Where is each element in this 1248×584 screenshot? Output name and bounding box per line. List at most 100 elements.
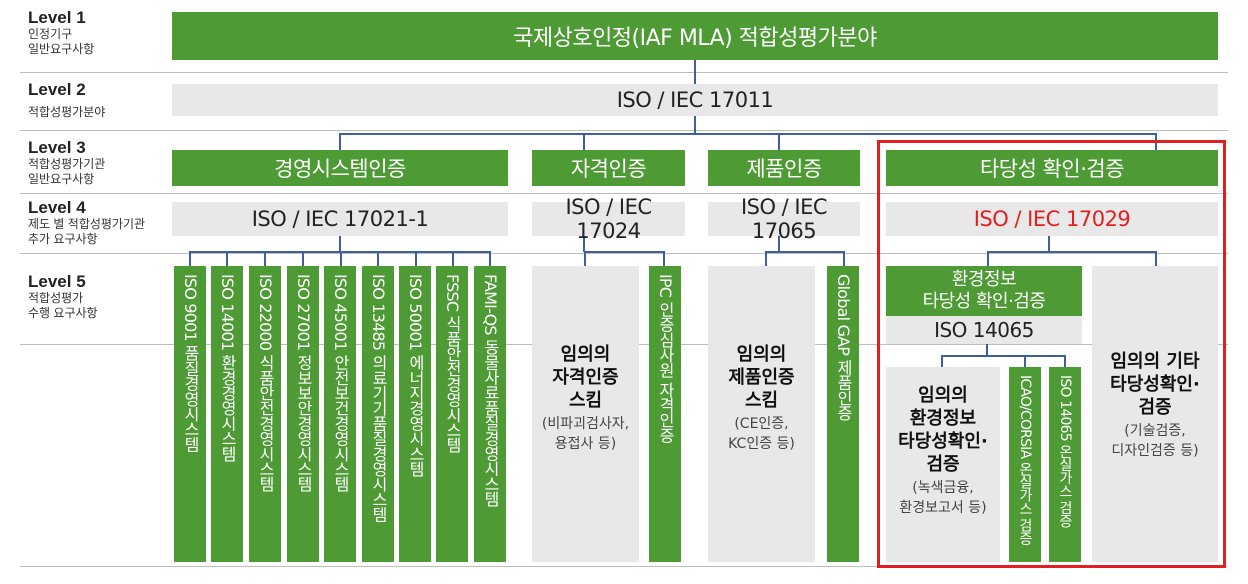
connector-line: [584, 251, 665, 253]
iso-17021-label: ISO / IEC 17021-1: [251, 207, 429, 231]
level-subtitle: 제도 별 적합성평가기관: [28, 217, 146, 231]
caption-title: 임의의: [736, 344, 787, 365]
connector-line: [583, 133, 585, 150]
connector-line: [941, 355, 1066, 357]
scheme-label: IPC 인증심사원 자격인증: [656, 274, 675, 443]
iso-17024-label: ISO / IEC 17024: [565, 195, 652, 243]
level-subtitle: 추가 요구사항: [28, 232, 98, 246]
caption-title: 임의의: [918, 385, 968, 406]
scheme-label: ISO 45001 안전보건경영시스템: [331, 274, 350, 492]
scheme-iso-14001: ISO 14001 환경경영시스템: [211, 266, 243, 562]
iso-17029-box: ISO / IEC 17029: [886, 202, 1218, 236]
caption-note: 환경보고서 등): [899, 500, 987, 516]
highlight-frame: [877, 140, 1226, 568]
level-1-label: Level 1 인정기구 일반요구사항: [28, 8, 94, 57]
scheme-label: ISO 22000 식품안전경영시스템: [256, 274, 275, 492]
vv-label: 타당성 확인·검증: [979, 157, 1125, 181]
caption-note: (CE인증,: [734, 416, 789, 432]
scheme-label: ISO 14001 환경경영시스템: [218, 274, 237, 461]
level-subtitle: 적합성평가기관: [28, 157, 106, 171]
caption-title: 환경정보: [909, 408, 977, 429]
level-subtitle: 일반요구사항: [28, 172, 95, 186]
any-product-scheme-caption: 임의의 제품인증 스킴 (CE인증, KC인증 등): [708, 343, 815, 454]
scheme-label: Global GAP 제품인증: [834, 274, 853, 421]
iso-17065-label: ISO / IEC 17065: [740, 195, 828, 243]
caption-title: 스킴: [744, 390, 779, 411]
caption-note: 용접사 등): [554, 436, 617, 452]
connector-line: [583, 236, 585, 252]
scheme-ipc: IPC 인증심사원 자격인증: [649, 266, 681, 562]
ms-cert-box: 경영시스템인증: [172, 150, 508, 186]
ms-cert-label: 경영시스템인증: [274, 157, 406, 181]
connector-line: [987, 251, 989, 266]
connector-line: [778, 133, 780, 150]
connector-line: [765, 251, 767, 266]
iso-14065-label: ISO 14065: [934, 318, 1034, 342]
scheme-label: ISO 14065 온실가스 검증: [1057, 375, 1073, 528]
connector-line: [264, 251, 266, 266]
connector-line: [1048, 236, 1050, 252]
scheme-iso-14065-ghg: ISO 14065 온실가스 검증: [1049, 367, 1081, 562]
env-info-title: 타당성 확인·검증: [922, 291, 1046, 312]
scheme-label: ISO 13485 의료기기품질경영시스템: [369, 274, 388, 522]
caption-title: 임의의 기타: [1110, 351, 1200, 372]
connector-line: [189, 251, 191, 266]
caption-note: (비파괴검사자,: [541, 416, 630, 432]
connector-line: [339, 133, 341, 150]
connector-line: [1024, 355, 1026, 367]
caption-title: 타당성확인·: [898, 431, 988, 452]
row-separator: [20, 566, 1228, 567]
scheme-label: ICAO/CORSIA 온실가스 검증: [1017, 375, 1033, 545]
level-3-label: Level 3 적합성평가기관 일반요구사항: [28, 138, 105, 187]
connector-line: [1155, 251, 1157, 266]
connector-line: [987, 251, 1157, 253]
level-2-label: Level 2 적합성평가분야: [28, 80, 105, 120]
iso-17011-box: ISO / IEC 17011: [172, 84, 1218, 116]
connector-line: [663, 251, 665, 266]
caption-title: 타당성확인·: [1110, 374, 1200, 395]
row-separator: [20, 253, 1228, 254]
connector-line: [694, 116, 696, 134]
any-personnel-scheme-caption: 임의의 자격인증 스킴 (비파괴검사자, 용접사 등): [532, 343, 639, 454]
caption-title: 검증: [1138, 397, 1172, 418]
caption-title: 검증: [926, 454, 960, 475]
any-env-vv-box: [886, 367, 1000, 562]
other-vv-caption: 임의의 기타 타당성확인· 검증 (기술검증, 디자인검증 등): [1092, 350, 1218, 461]
iaf-mla-label: 국제상호인정(IAF MLA) 적합성평가분야: [513, 26, 877, 51]
level-subtitle: 적합성평가분야: [28, 105, 106, 119]
connector-line: [941, 355, 943, 367]
iso-17021-box: ISO / IEC 17021-1: [172, 202, 508, 236]
personnel-cert-box: 자격인증: [532, 150, 685, 186]
scheme-label: ISO 27001 정보보안경영시스템: [294, 274, 313, 492]
env-info-title: 환경정보: [951, 269, 1017, 290]
connector-line: [377, 251, 379, 266]
level-title: Level 4: [28, 198, 86, 217]
personnel-cert-label: 자격인증: [570, 157, 647, 181]
scheme-corsia: ICAO/CORSIA 온실가스 검증: [1009, 367, 1041, 562]
iso-17024-box: ISO / IEC 17024: [532, 195, 685, 243]
level-subtitle: 일반요구사항: [28, 42, 95, 56]
connector-line: [339, 133, 1157, 135]
scheme-label: FAMI-QS 동물사료품질경영시스템: [481, 274, 500, 507]
scheme-iso-13485: ISO 13485 의료기기품질경영시스템: [362, 266, 394, 562]
connector-line: [843, 251, 845, 266]
caption-title: 스킴: [568, 390, 603, 411]
scheme-fssc: FSSC 식품안전경영시스템: [436, 266, 468, 562]
connector-line: [1064, 355, 1066, 367]
row-separator: [20, 193, 1228, 194]
connector-line: [986, 344, 988, 356]
connector-line: [415, 251, 417, 266]
level-subtitle: 수행 요구사항: [28, 306, 98, 320]
caption-title: 임의의: [560, 344, 611, 365]
caption-note: 디자인검증 등): [1111, 443, 1199, 459]
row-separator: [20, 72, 1228, 73]
scheme-label: FSSC 식품안전경영시스템: [443, 274, 462, 453]
connector-line: [340, 251, 342, 266]
level-title: Level 3: [28, 138, 86, 157]
iso-17029-label: ISO / IEC 17029: [973, 207, 1131, 231]
iso-14065-box: ISO 14065: [886, 316, 1082, 344]
product-cert-box: 제품인증: [708, 150, 860, 186]
level-subtitle: 인정기구: [28, 27, 73, 41]
connector-line: [765, 251, 845, 253]
iaf-mla-box: 국제상호인정(IAF MLA) 적합성평가분야: [172, 12, 1218, 60]
